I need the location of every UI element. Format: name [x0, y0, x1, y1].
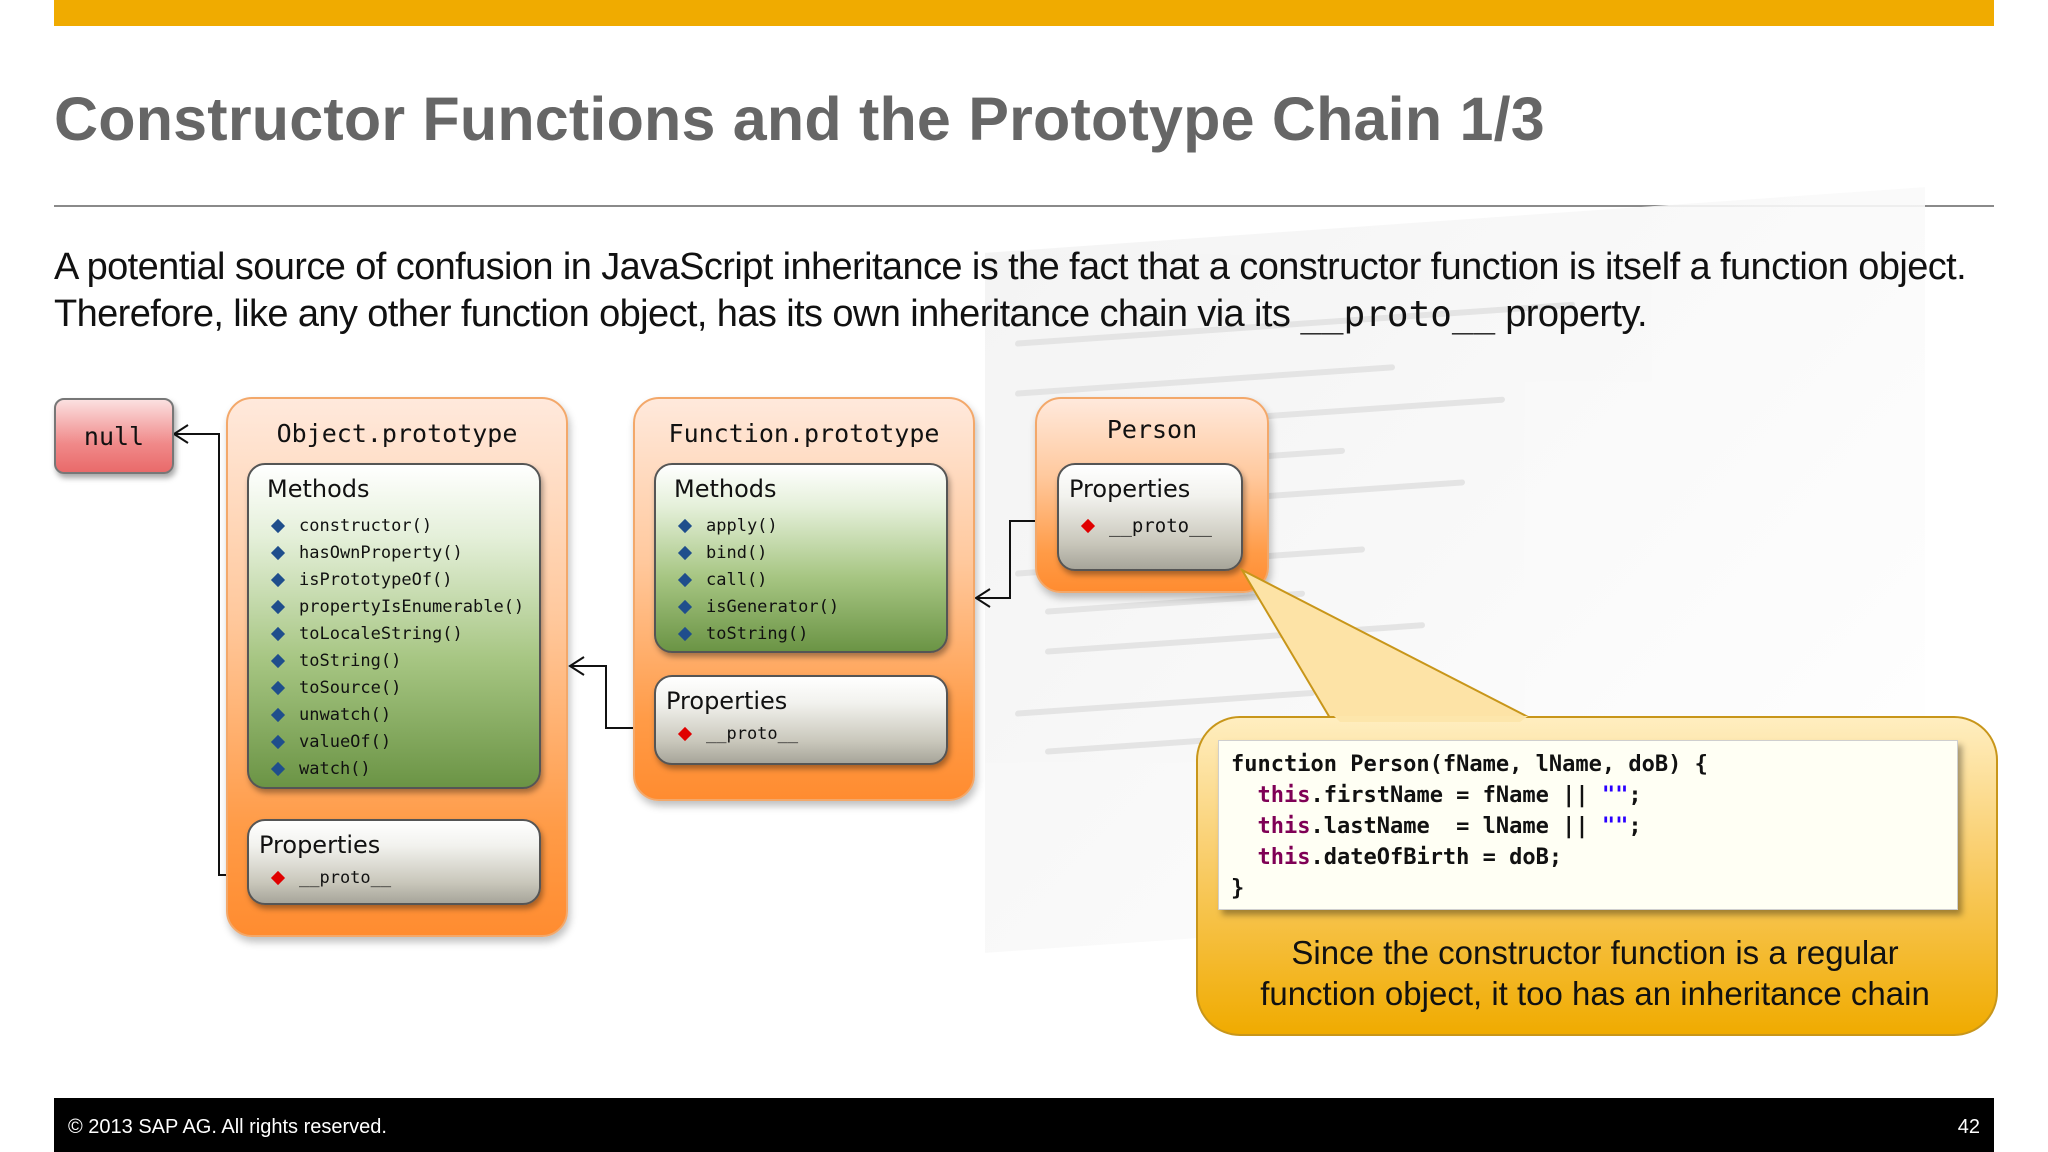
- object-prototype-title: Object.prototype: [276, 419, 518, 448]
- methods-label: Methods: [267, 475, 370, 503]
- properties-label: Properties: [1069, 475, 1191, 503]
- person-properties-panel: Properties __proto__: [1057, 463, 1243, 571]
- function-methods-list: apply() bind() call() isGenerator() toSt…: [676, 513, 839, 648]
- function-properties-list: __proto__: [676, 721, 798, 748]
- list-item: isGenerator(): [676, 594, 839, 621]
- function-methods-panel: Methods apply() bind() call() isGenerato…: [654, 463, 948, 653]
- object-properties-list: __proto__: [269, 865, 391, 892]
- list-item: valueOf(): [269, 729, 524, 756]
- function-properties-panel: Properties __proto__: [654, 675, 948, 765]
- code-snippet: function Person(fName, lName, doB) { thi…: [1218, 740, 1958, 910]
- list-item: toLocaleString(): [269, 621, 524, 648]
- list-item: unwatch(): [269, 702, 524, 729]
- list-item: bind(): [676, 540, 839, 567]
- properties-label: Properties: [259, 831, 381, 859]
- title-divider: [54, 205, 1994, 207]
- person-properties-list: __proto__: [1079, 513, 1212, 540]
- object-methods-list: constructor() hasOwnProperty() isPrototy…: [269, 513, 524, 783]
- list-item: toString(): [676, 621, 839, 648]
- properties-label: Properties: [666, 687, 788, 715]
- function-prototype-box: Function.prototype Methods apply() bind(…: [633, 397, 975, 801]
- page-number: 42: [1957, 1116, 1980, 1138]
- list-item: toString(): [269, 648, 524, 675]
- person-box: Person Properties __proto__: [1035, 397, 1269, 593]
- list-item: toSource(): [269, 675, 524, 702]
- object-properties-panel: Properties __proto__: [247, 819, 541, 905]
- methods-label: Methods: [674, 475, 777, 503]
- null-box: null: [54, 398, 174, 474]
- slide-title: Constructor Functions and the Prototype …: [54, 85, 1545, 153]
- list-item: hasOwnProperty(): [269, 540, 524, 567]
- list-item: watch(): [269, 756, 524, 783]
- footer: © 2013 SAP AG. All rights reserved. 42: [54, 1098, 1994, 1152]
- list-item: __proto__: [676, 721, 798, 748]
- list-item: constructor(): [269, 513, 524, 540]
- copyright: © 2013 SAP AG. All rights reserved.: [68, 1116, 387, 1138]
- list-item: __proto__: [1079, 513, 1212, 540]
- object-methods-panel: Methods constructor() hasOwnProperty() i…: [247, 463, 541, 789]
- list-item: apply(): [676, 513, 839, 540]
- list-item: call(): [676, 567, 839, 594]
- intro-paragraph: A potential source of confusion in JavaS…: [54, 246, 1967, 335]
- callout-text: Since the constructor function is a regu…: [1260, 934, 1930, 1012]
- list-item: isPrototypeOf(): [269, 567, 524, 594]
- list-item: __proto__: [269, 865, 391, 892]
- top-accent-bar: [54, 0, 1994, 26]
- person-title: Person: [1106, 415, 1198, 444]
- object-prototype-box: Object.prototype Methods constructor() h…: [226, 397, 568, 937]
- proto-code-inline: __proto__: [1300, 294, 1496, 335]
- function-prototype-title: Function.prototype: [668, 419, 940, 448]
- list-item: propertyIsEnumerable(): [269, 594, 524, 621]
